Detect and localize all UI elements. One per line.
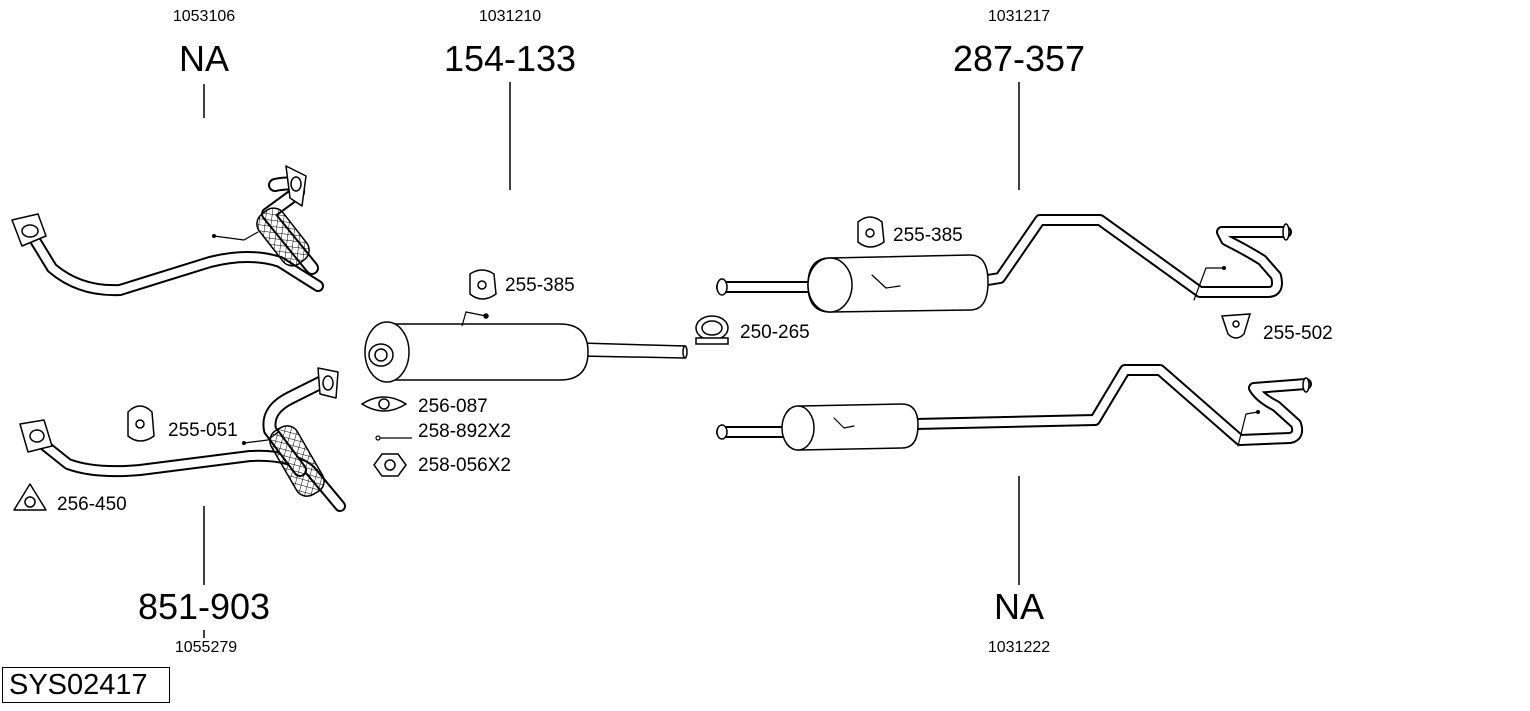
part-number[interactable]: NA	[178, 38, 230, 79]
accessory-label[interactable]: 256-087	[418, 396, 488, 417]
part-number[interactable]: 851-903	[137, 586, 271, 627]
part-number[interactable]: 287-357	[952, 38, 1086, 79]
accessory-label[interactable]: 250-265	[740, 322, 810, 343]
accessory-label[interactable]: 258-892X2	[418, 421, 511, 442]
rubber-mount-icon	[127, 405, 155, 442]
hanger-icon	[1220, 313, 1252, 339]
accessory-label[interactable]: 255-502	[1263, 323, 1333, 344]
system-id-box: SYS02417	[2, 667, 170, 703]
accessory-label[interactable]: 255-385	[505, 275, 575, 296]
part-number[interactable]: NA	[993, 586, 1045, 627]
rubber-mount-icon	[469, 269, 497, 300]
front-pipe-upper	[11, 165, 324, 297]
accessory-label[interactable]: 258-056X2	[418, 455, 511, 476]
rear-muffler-lower	[716, 364, 1312, 451]
accessory-label[interactable]: 255-051	[168, 420, 238, 441]
accessory-label[interactable]: 255-385	[893, 225, 963, 246]
bolt-icon	[375, 435, 412, 441]
accessory-label[interactable]: 256-450	[57, 494, 127, 515]
part-code: 1031217	[987, 8, 1051, 25]
clamp-icon	[695, 315, 729, 345]
gasket-icon	[13, 483, 47, 511]
gasket-icon	[360, 396, 408, 412]
part-code: 1031222	[987, 639, 1051, 656]
part-number[interactable]: 154-133	[443, 38, 577, 79]
leader-lines	[203, 82, 1020, 638]
nut-icon	[373, 453, 407, 477]
middle-muffler	[364, 311, 688, 383]
part-code: 1055279	[174, 639, 238, 656]
rear-muffler-upper	[716, 214, 1292, 313]
rubber-mount-icon	[857, 216, 885, 248]
front-pipe-lower	[19, 367, 346, 512]
part-code: 1031210	[478, 8, 542, 25]
part-code: 1053106	[172, 8, 236, 25]
